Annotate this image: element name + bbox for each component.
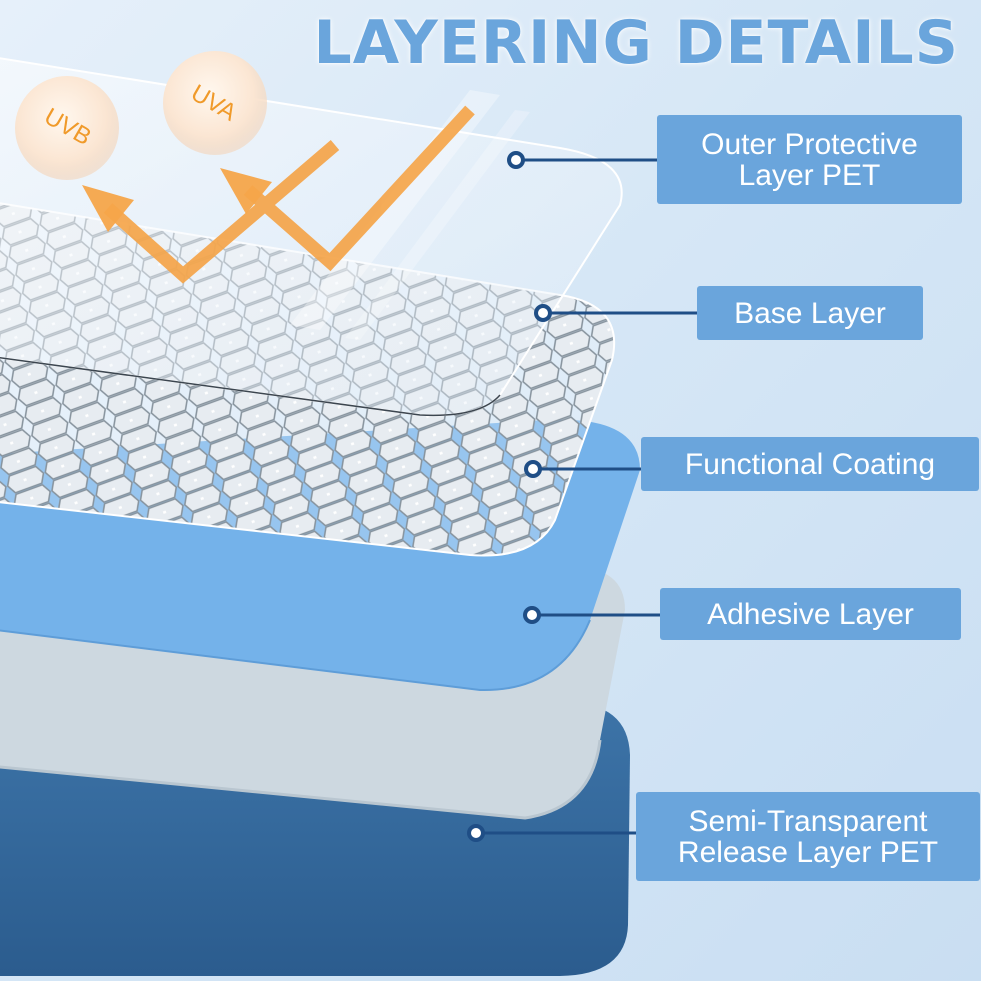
label-outer-protective-layer: Outer Protective Layer PET [657,115,962,204]
uvb-badge-icon: UVB [15,76,119,180]
leader-dots [467,151,552,842]
page-title: LAYERING DETAILS [313,8,959,78]
uva-badge-icon: UVA [163,51,267,155]
label-release-line-1: Semi-Transparent [688,804,928,838]
label-release-line-2: Release Layer PET [677,835,939,869]
label-outer-protective-line-1: Outer Protective [701,127,918,161]
label-adhesive-layer: Adhesive Layer [660,588,961,640]
label-outer-protective-line-2: Layer PET [738,158,881,192]
label-base-layer: Base Layer [697,286,923,340]
leader-lines [476,158,697,835]
label-functional-coating: Functional Coating [641,437,979,491]
reflection-arrow-icon [103,105,475,284]
label-release-layer: Semi-Transparent Release Layer PET [636,792,980,881]
